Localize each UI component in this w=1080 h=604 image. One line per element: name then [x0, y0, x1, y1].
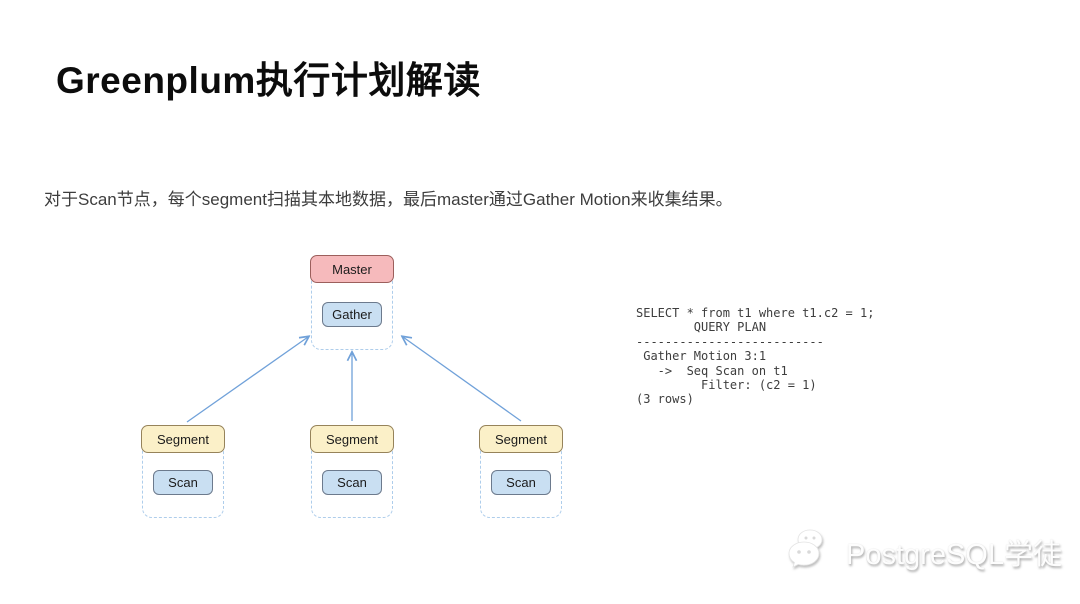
segment3-node: Segment	[479, 425, 563, 453]
slide-description: 对于Scan节点，每个segment扫描其本地数据，最后master通过Gath…	[44, 190, 733, 209]
master-label: Master	[332, 261, 372, 277]
query-plan-code-block: SELECT * from t1 where t1.c2 = 1; QUERY …	[636, 306, 874, 407]
segment1-node: Segment	[141, 425, 225, 453]
page-title: Greenplum执行计划解读	[56, 60, 481, 101]
code-line: Gather Motion 3:1	[636, 349, 767, 364]
watermark-text: PostgreSQL学徒	[846, 539, 1062, 571]
wechat-icon	[788, 529, 823, 568]
segment1-scan-label: Scan	[168, 475, 198, 490]
segment2-node: Segment	[310, 425, 394, 453]
segment3-scan-label: Scan	[506, 475, 536, 490]
gather-operator-node: Gather	[322, 302, 382, 327]
segment1-scan-node: Scan	[153, 470, 213, 495]
code-line: QUERY PLAN	[636, 320, 767, 335]
code-line: --------------------------	[636, 334, 824, 349]
watermark: PostgreSQL学徒	[786, 528, 1062, 576]
code-line: (3 rows)	[636, 392, 694, 407]
segment1-label: Segment	[156, 431, 210, 447]
segment2-scan-label: Scan	[337, 475, 367, 490]
master-node: Master	[310, 255, 394, 283]
segment2-label: Segment	[325, 431, 379, 447]
segment2-scan-node: Scan	[322, 470, 382, 495]
code-line: Filter: (c2 = 1)	[636, 378, 817, 393]
arrow-segment3-to-master	[403, 337, 522, 422]
arrow-segment1-to-master	[186, 337, 308, 423]
gather-label: Gather	[332, 307, 372, 322]
segment3-scan-node: Scan	[491, 470, 551, 495]
segment3-label: Segment	[494, 431, 548, 447]
code-line: SELECT * from t1 where t1.c2 = 1;	[636, 306, 875, 320]
code-line: -> Seq Scan on t1	[636, 363, 788, 378]
